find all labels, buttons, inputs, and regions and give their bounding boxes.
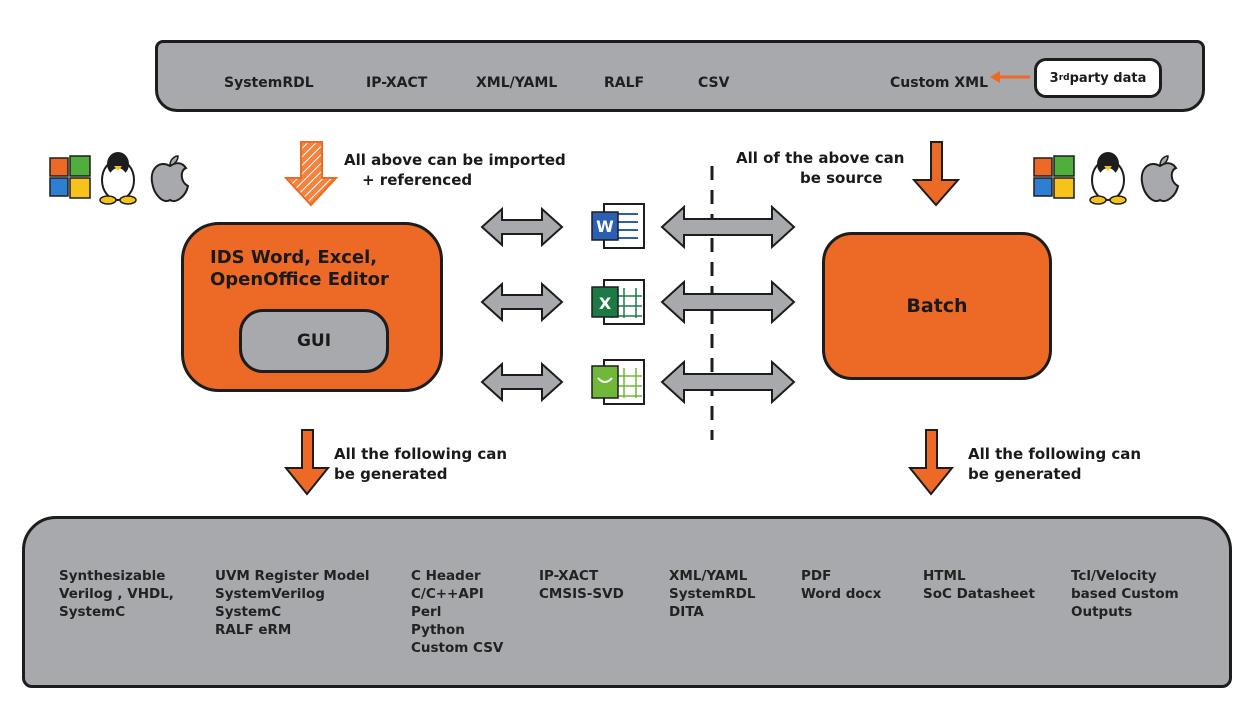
output-item: C Header	[411, 568, 481, 584]
batch-label: Batch	[906, 295, 968, 317]
output-item: Word docx	[801, 586, 882, 602]
output-item: UVM Register Model	[215, 568, 370, 584]
note-source-line2: be source	[800, 169, 883, 187]
output-item: Python	[411, 622, 465, 638]
note-generated-right-line2: be generated	[968, 465, 1082, 483]
windows-icon	[1033, 155, 1075, 199]
output-col-custom: Tcl/Velocity based Custom Outputs	[1071, 567, 1179, 621]
output-item: Synthesizable	[59, 568, 166, 584]
output-item: SoC Datasheet	[923, 586, 1035, 602]
note-imported-line2: + referenced	[362, 171, 473, 189]
output-item: CMSIS-SVD	[539, 586, 624, 602]
output-item: SystemVerilog	[215, 586, 325, 602]
output-item: SystemRDL	[669, 586, 756, 602]
note-source-line1: All of the above can	[736, 149, 905, 167]
format-ip-xact: IP-XACT	[366, 75, 428, 91]
double-arrow-left-1	[480, 206, 564, 248]
linux-icon	[1089, 152, 1127, 205]
double-arrow-left-3	[480, 361, 564, 403]
third-party-prefix: 3	[1049, 70, 1059, 86]
note-generated-right: All the following can be generated	[968, 444, 1141, 484]
note-imported-line1: All above can be imported	[344, 151, 566, 169]
gui-label: GUI	[296, 331, 332, 351]
format-ralf: RALF	[604, 75, 645, 91]
output-item: IP-XACT	[539, 568, 599, 584]
output-item: Tcl/Velocity	[1071, 568, 1157, 584]
note-source: All of the above can be source	[736, 148, 904, 188]
excel-icon-letter: X	[599, 294, 612, 313]
excel-icon: X	[591, 279, 645, 325]
double-arrow-left-2	[480, 281, 564, 323]
format-xml-yaml: XML/YAML	[476, 75, 558, 91]
gui-box: GUI	[239, 309, 389, 373]
note-imported: All above can be imported + referenced	[344, 150, 566, 190]
generate-arrow-left	[283, 429, 331, 496]
generate-arrow-right	[907, 429, 955, 496]
openoffice-icon	[591, 359, 645, 405]
output-item: C/C++API	[411, 586, 484, 602]
word-icon-letter: W	[596, 217, 614, 236]
third-party-sup: rd	[1058, 73, 1070, 83]
note-generated-left: All the following can be generated	[334, 444, 507, 484]
output-item: based Custom	[1071, 586, 1179, 602]
output-item: Perl	[411, 604, 442, 620]
import-arrow	[283, 141, 339, 207]
output-item: DITA	[669, 604, 704, 620]
windows-icon	[49, 155, 91, 199]
third-party-suffix: party data	[1069, 70, 1147, 86]
output-item: Outputs	[1071, 604, 1133, 620]
note-generated-left-line2: be generated	[334, 465, 448, 483]
third-party-arrow	[990, 71, 1030, 83]
source-arrow	[911, 141, 961, 207]
ids-editor-title-line2: OpenOffice Editor	[210, 269, 389, 290]
linux-icon	[99, 152, 137, 205]
output-col-html: HTML SoC Datasheet	[923, 567, 1035, 603]
output-col-uvm: UVM Register Model SystemVerilog SystemC…	[215, 567, 370, 639]
output-col-docs: PDF Word docx	[801, 567, 881, 603]
output-item: XML/YAML	[669, 568, 748, 584]
output-item: SystemC	[59, 604, 126, 620]
format-custom-xml: Custom XML	[890, 75, 988, 91]
batch-box: Batch	[822, 232, 1052, 380]
output-col-ipxact: IP-XACT CMSIS-SVD	[539, 567, 624, 603]
output-item: Verilog , VHDL,	[59, 586, 174, 602]
ids-editor-title-line1: IDS Word, Excel,	[210, 247, 378, 268]
output-item: SystemC	[215, 604, 282, 620]
format-csv: CSV	[698, 75, 730, 91]
output-item: HTML	[923, 568, 966, 584]
apple-icon	[1140, 155, 1180, 202]
note-generated-right-line1: All the following can	[968, 445, 1142, 463]
output-item: PDF	[801, 568, 832, 584]
outputs-bar: Synthesizable Verilog , VHDL, SystemC UV…	[22, 516, 1232, 688]
double-arrow-right-1	[660, 204, 796, 250]
format-systemrdl: SystemRDL	[224, 75, 314, 91]
note-generated-left-line1: All the following can	[334, 445, 508, 463]
double-arrow-right-2	[660, 279, 796, 325]
output-item: RALF eRM	[215, 622, 292, 638]
ids-editor-title: IDS Word, Excel, OpenOffice Editor	[210, 247, 389, 291]
word-icon: W	[591, 203, 645, 249]
output-col-software: C Header C/C++API Perl Python Custom CSV	[411, 567, 503, 657]
ids-editor-box: IDS Word, Excel, OpenOffice Editor GUI	[181, 222, 443, 392]
double-arrow-right-3	[660, 359, 796, 405]
output-col-rtl: Synthesizable Verilog , VHDL, SystemC	[59, 567, 174, 621]
output-col-xml: XML/YAML SystemRDL DITA	[669, 567, 755, 621]
apple-icon	[150, 155, 190, 202]
output-item: Custom CSV	[411, 640, 504, 656]
